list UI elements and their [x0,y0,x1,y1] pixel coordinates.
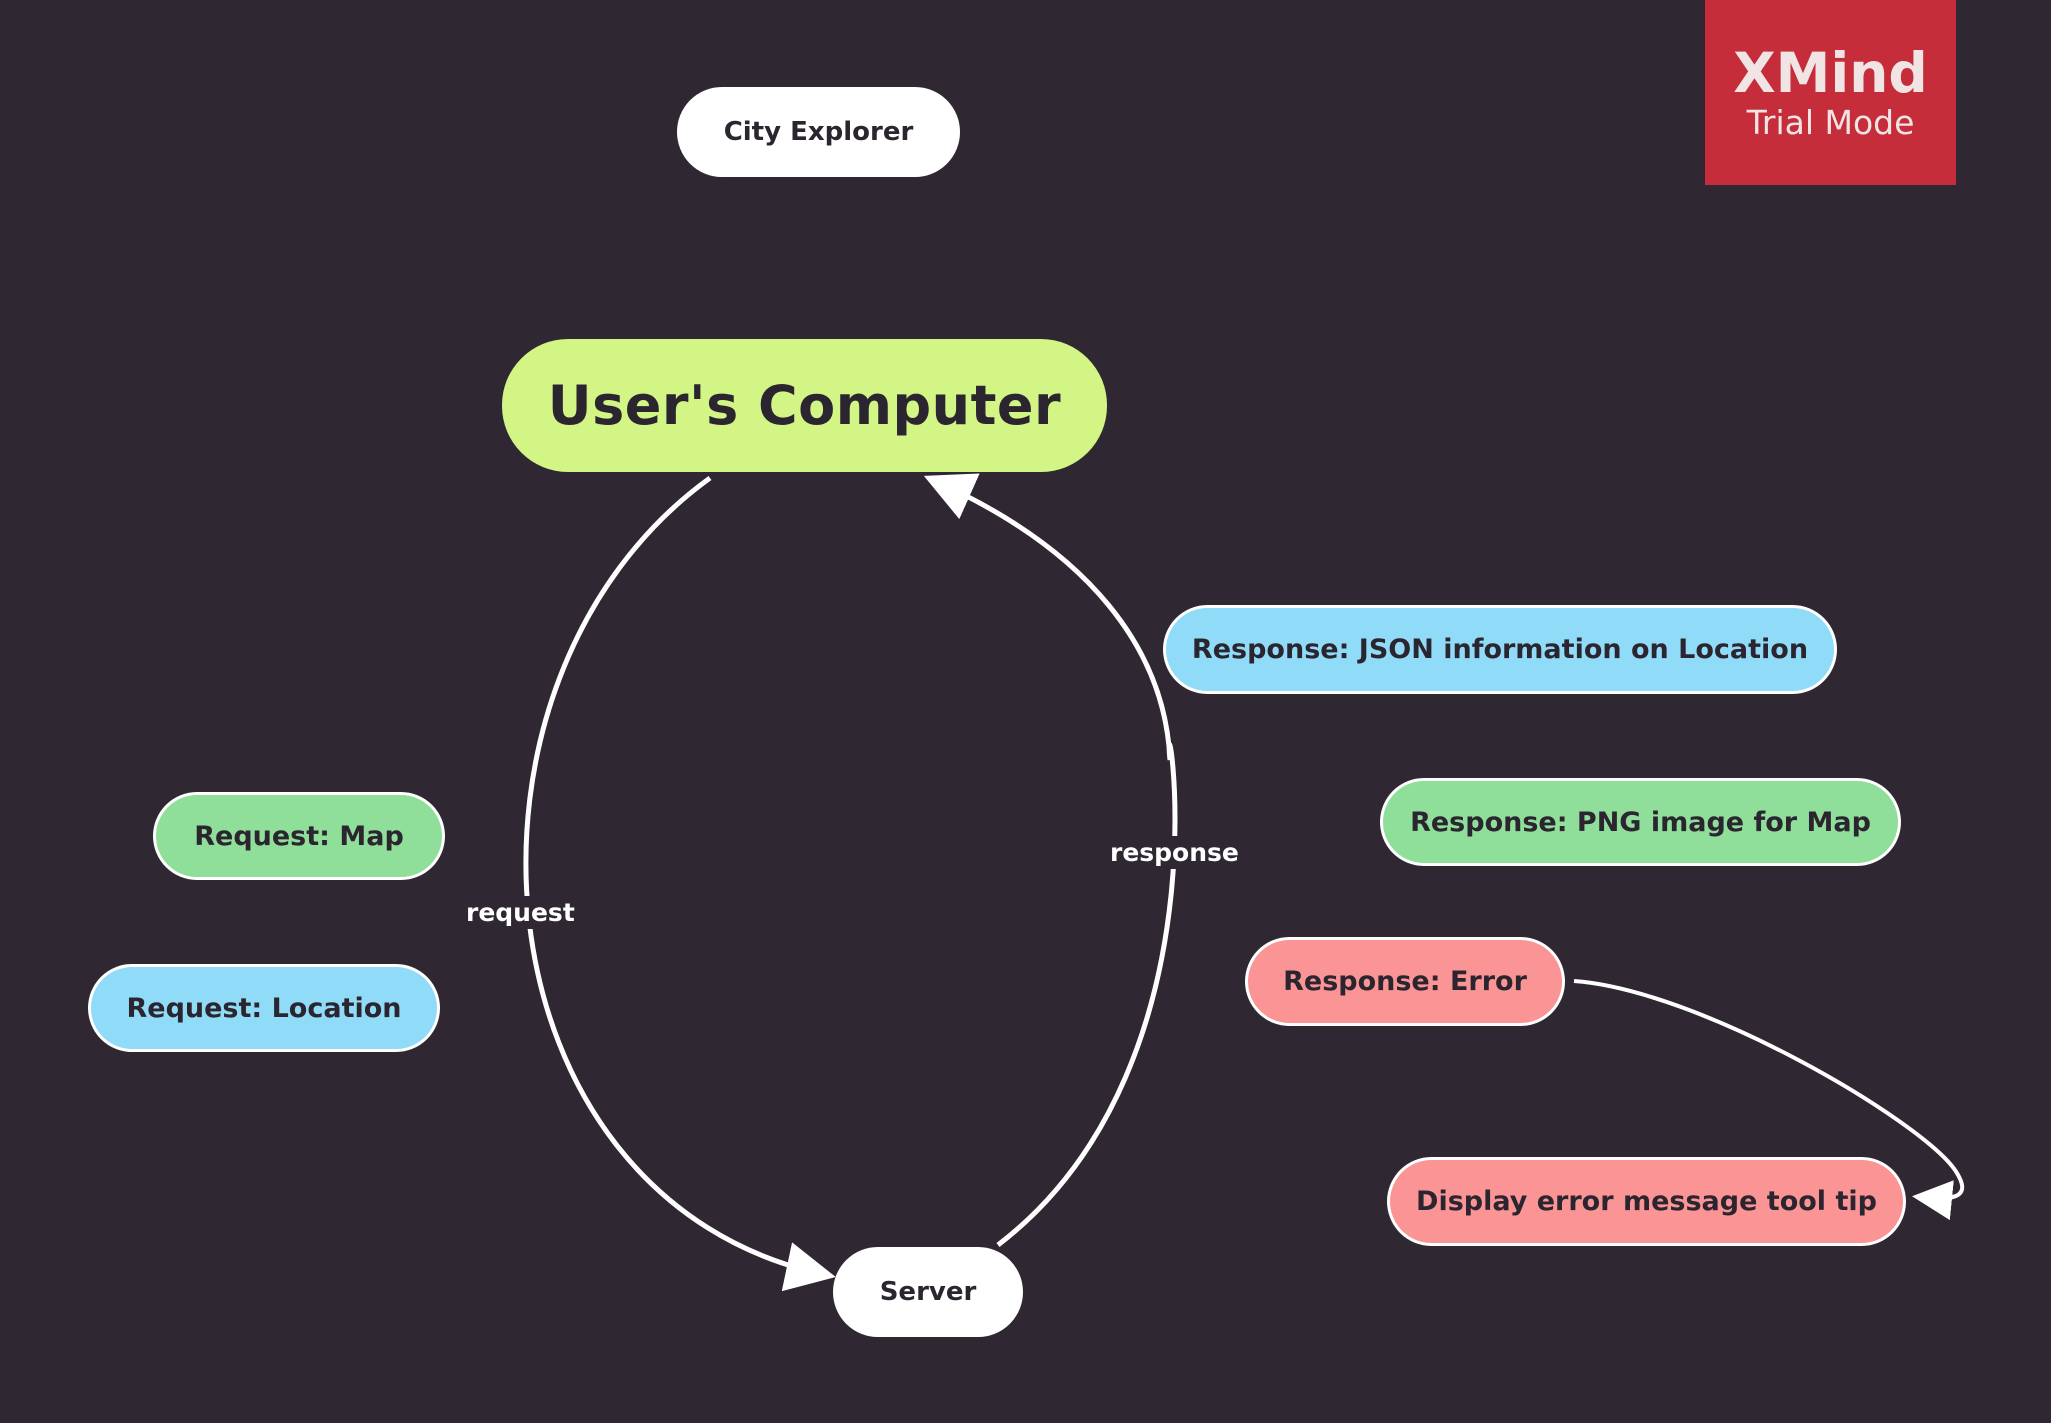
watermark-brand: XMind [1733,40,1928,105]
central-node[interactable]: User's Computer [502,339,1107,472]
response-edge-label: response [1106,836,1243,869]
request-edge-label: request [462,896,579,929]
error-edge [1573,979,1964,1221]
response-json-node[interactable]: Response: JSON information on Location [1163,605,1837,694]
request-edge [523,475,836,1292]
request-location-node[interactable]: Request: Location [88,964,440,1052]
response-edge [923,473,1178,1247]
response-error-node[interactable]: Response: Error [1245,937,1565,1026]
title-node[interactable]: City Explorer [677,87,960,177]
watermark-mode: Trial Mode [1746,102,1915,142]
server-node[interactable]: Server [833,1247,1023,1337]
request-map-node[interactable]: Request: Map [153,792,445,880]
display-error-node[interactable]: Display error message tool tip [1387,1157,1906,1246]
response-png-node[interactable]: Response: PNG image for Map [1380,778,1901,866]
trial-watermark: XMind Trial Mode [1705,0,1956,185]
